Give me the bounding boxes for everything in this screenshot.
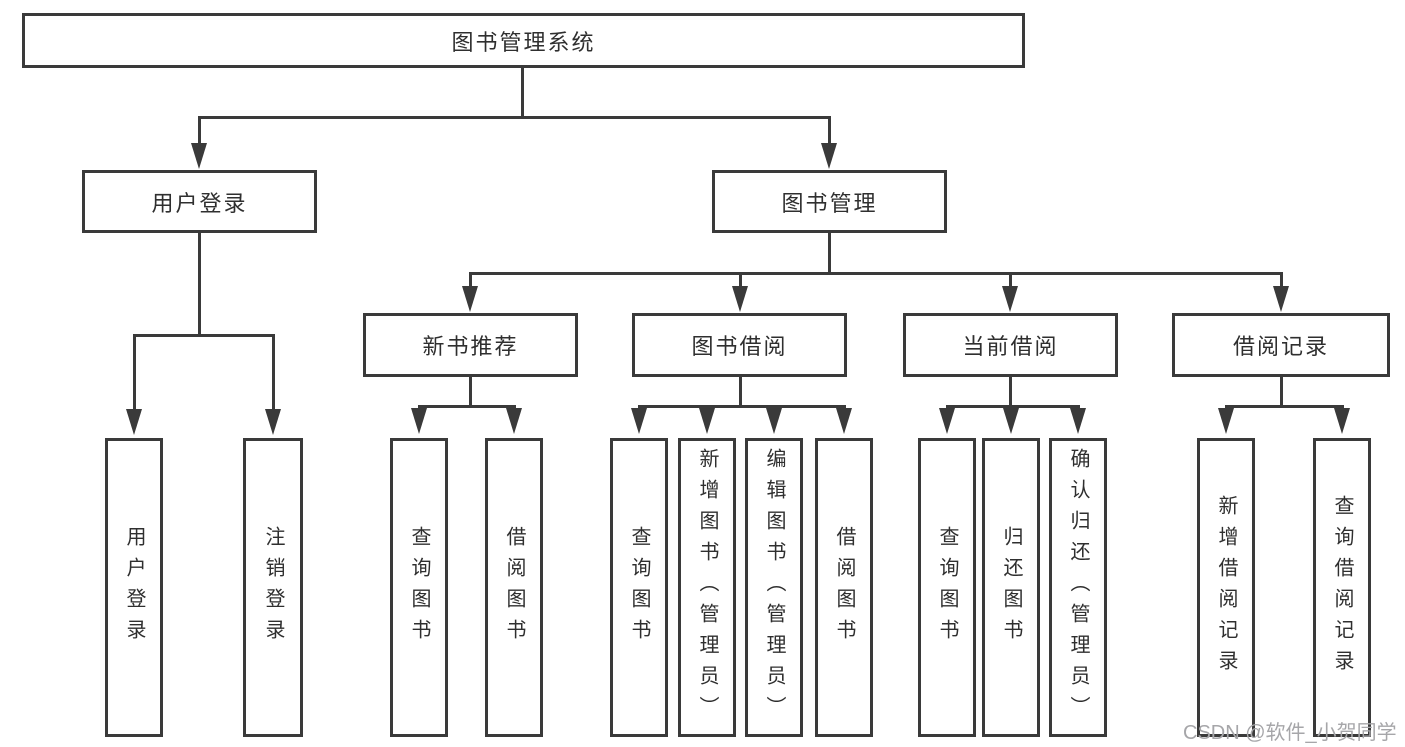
arrowhead-down-icon <box>1002 286 1018 312</box>
leaf-label: 注销登录 <box>262 525 284 650</box>
connector-line <box>417 404 516 408</box>
leaf-add-borrow-record: 新增借阅记录 <box>1197 438 1255 737</box>
node-label: 借阅记录 <box>1232 334 1329 359</box>
arrowhead-down-icon <box>821 143 837 169</box>
connector-line <box>197 115 831 119</box>
arrowhead-down-icon <box>699 408 715 434</box>
node-label: 图书管理系统 <box>451 29 596 55</box>
leaf-add-books-admin: 新增图书（管理员） <box>678 438 736 737</box>
leaf-label: 查询图书 <box>628 525 650 650</box>
connector-line <box>520 68 524 117</box>
leaf-logout: 注销登录 <box>243 438 303 737</box>
node-label: 图书管理 <box>781 190 878 216</box>
connector-line <box>132 335 136 411</box>
leaf-label: 新增图书（管理员） <box>696 448 718 727</box>
leaf-edit-books-admin: 编辑图书（管理员） <box>745 438 803 737</box>
arrowhead-down-icon <box>1334 408 1350 434</box>
node-book-borrowing: 图书借阅 <box>632 313 847 377</box>
leaf-confirm-return-admin: 确认归还（管理员） <box>1049 438 1107 737</box>
node-borrowing-records: 借阅记录 <box>1172 313 1390 377</box>
connector-line <box>1224 404 1344 408</box>
node-library-management-system: 图书管理系统 <box>22 13 1025 68</box>
connector-line <box>468 273 472 289</box>
leaf-label: 编辑图书（管理员） <box>763 448 785 727</box>
connector-line <box>827 117 831 146</box>
connector-line <box>827 233 831 273</box>
leaf-query-books: 查询图书 <box>390 438 448 737</box>
connector-line <box>468 271 1283 275</box>
node-user-login: 用户登录 <box>82 170 317 233</box>
connector-line <box>1008 377 1012 406</box>
leaf-user-login: 用户登录 <box>105 438 163 737</box>
arrowhead-down-icon <box>1218 408 1234 434</box>
arrowhead-down-icon <box>836 408 852 434</box>
arrowhead-down-icon <box>1273 286 1289 312</box>
node-label: 用户登录 <box>151 190 248 216</box>
connector-line <box>468 377 472 406</box>
connector-line <box>271 335 275 411</box>
connector-line <box>197 233 201 335</box>
leaf-borrow-books: 借阅图书 <box>485 438 543 737</box>
arrowhead-down-icon <box>265 409 281 435</box>
csdn-watermark: CSDN @软件_小贺同学 <box>1183 722 1397 744</box>
connector-line <box>738 377 742 406</box>
connector-line <box>1279 377 1283 406</box>
node-label: 图书借阅 <box>691 334 788 359</box>
connector-line <box>1279 273 1283 289</box>
leaf-label: 确认归还（管理员） <box>1067 448 1089 727</box>
leaf-label: 查询图书 <box>936 525 958 650</box>
node-new-book-recommendation: 新书推荐 <box>363 313 578 377</box>
connector-line <box>197 117 201 146</box>
connector-line <box>945 404 1080 408</box>
connector-line <box>637 404 846 408</box>
connector-line <box>1008 273 1012 289</box>
leaf-query-books: 查询图书 <box>610 438 668 737</box>
arrowhead-down-icon <box>631 408 647 434</box>
arrowhead-down-icon <box>766 408 782 434</box>
leaf-borrow-books: 借阅图书 <box>815 438 873 737</box>
arrowhead-down-icon <box>126 409 142 435</box>
node-current-borrowing: 当前借阅 <box>903 313 1118 377</box>
arrowhead-down-icon <box>506 408 522 434</box>
leaf-query-borrow-record: 查询借阅记录 <box>1313 438 1371 737</box>
connector-line <box>738 273 742 289</box>
leaf-label: 查询图书 <box>408 525 430 650</box>
leaf-label: 新增借阅记录 <box>1215 494 1237 681</box>
leaf-label: 查询借阅记录 <box>1331 494 1353 681</box>
arrowhead-down-icon <box>1070 408 1086 434</box>
leaf-return-books: 归还图书 <box>982 438 1040 737</box>
leaf-label: 借阅图书 <box>503 525 525 650</box>
arrowhead-down-icon <box>732 286 748 312</box>
leaf-query-books: 查询图书 <box>918 438 976 737</box>
leaf-label: 用户登录 <box>123 525 145 650</box>
arrowhead-down-icon <box>1003 408 1019 434</box>
arrowhead-down-icon <box>411 408 427 434</box>
node-label: 新书推荐 <box>422 334 519 359</box>
leaf-label: 归还图书 <box>1000 525 1022 650</box>
node-label: 当前借阅 <box>962 334 1059 359</box>
arrowhead-down-icon <box>191 143 207 169</box>
connector-line <box>132 333 275 337</box>
arrowhead-down-icon <box>462 286 478 312</box>
arrowhead-down-icon <box>939 408 955 434</box>
node-book-management: 图书管理 <box>712 170 947 233</box>
leaf-label: 借阅图书 <box>833 525 855 650</box>
